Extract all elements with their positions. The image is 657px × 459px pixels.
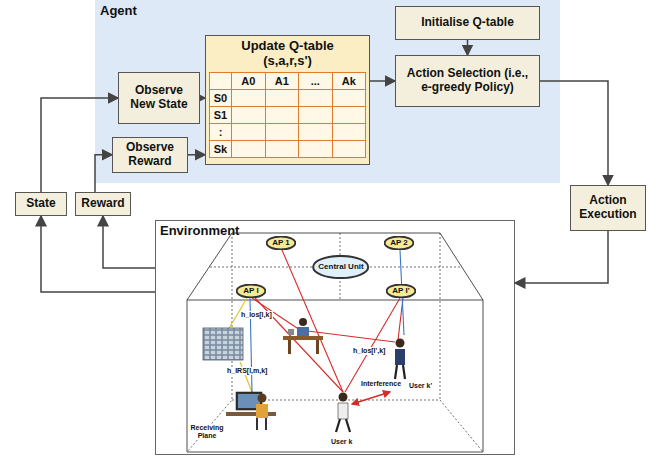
agent-region: AgentUpdate Q-table(s,a,r,s') A0A1...AkS0… <box>95 0 560 183</box>
node-label: Action Selection (i.e., e-greedy Policy) <box>400 67 535 95</box>
access-point: AP l <box>236 284 266 298</box>
table-cell: Sk <box>210 141 232 158</box>
flow-arrow <box>515 231 608 283</box>
node-label: (s,a,r,s') <box>263 54 312 69</box>
table-cell: S0 <box>210 90 232 107</box>
environment-region: Environment AP 1 AP 2 Central Unit AP l AP l' <box>155 220 515 455</box>
callout-label: User k' <box>408 382 433 390</box>
region-title: Agent <box>100 3 137 18</box>
flow-arrow <box>370 80 395 82</box>
flow-arrow <box>188 154 205 156</box>
flow-arrow <box>540 81 608 185</box>
q-table-grid: A0A1...AkS0S1:Sk <box>209 72 366 158</box>
node-label: Reward <box>81 197 124 211</box>
flow-arrow <box>467 40 469 55</box>
node-label: AP 1 <box>272 239 290 248</box>
table-cell: ... <box>299 73 333 90</box>
table-cell <box>266 90 300 107</box>
table-cell <box>299 107 333 124</box>
table-cell <box>333 107 367 124</box>
process-box: Initialise Q-table <box>395 6 540 40</box>
table-cell <box>266 124 300 141</box>
process-box: Action Execution <box>570 185 646 231</box>
signal-box: State <box>15 192 67 216</box>
process-box: Action Selection (i.e., e-greedy Policy) <box>395 55 540 107</box>
node-label: State <box>26 197 55 211</box>
node-label: Action Execution <box>575 194 641 222</box>
callout-label: h_los[l',k] <box>352 347 386 355</box>
node-label: Central Unit <box>318 263 363 272</box>
table-cell: : <box>210 124 232 141</box>
table-cell <box>232 141 266 158</box>
table-cell <box>266 141 300 158</box>
table-cell: S1 <box>210 107 232 124</box>
table-cell <box>333 90 367 107</box>
process-box: Observe Reward <box>112 137 188 173</box>
table-cell: Ak <box>333 73 367 90</box>
callout-label: Interference <box>360 380 402 388</box>
callout-label: h_IRS[l,m,k] <box>226 367 268 375</box>
table-cell <box>299 124 333 141</box>
node-label: Observe Reward <box>117 141 183 169</box>
q-table: Update Q-table(s,a,r,s') A0A1...AkS0S1:Sk <box>205 35 370 165</box>
flow-arrow <box>41 216 155 292</box>
node-label: Observe New State <box>123 84 195 112</box>
table-cell <box>299 90 333 107</box>
node-label: AP 2 <box>390 239 408 248</box>
flow-arrow <box>103 216 155 268</box>
table-cell <box>266 107 300 124</box>
callout-label: User k <box>330 438 353 446</box>
table-cell <box>232 90 266 107</box>
signal-box: Reward <box>75 192 131 216</box>
table-cell <box>232 124 266 141</box>
node-label: Update Q-table <box>241 39 333 54</box>
table-cell: A1 <box>266 73 300 90</box>
table-cell <box>299 141 333 158</box>
table-cell: A0 <box>232 73 266 90</box>
access-point: AP l' <box>386 284 416 298</box>
node-label: AP l' <box>392 287 409 296</box>
region-title: Environment <box>160 223 239 238</box>
flow-arrow <box>41 98 118 192</box>
access-point: AP 1 <box>266 236 296 250</box>
table-cell <box>333 124 367 141</box>
node-label: Initialise Q-table <box>421 16 514 30</box>
central-unit: Central Unit <box>312 255 369 279</box>
table-cell <box>232 107 266 124</box>
callout-label: h_los[l,k] <box>240 311 273 319</box>
table-cell <box>333 141 367 158</box>
node-label: AP l <box>243 287 258 296</box>
process-box: Observe New State <box>118 72 200 124</box>
flow-arrow <box>95 155 112 192</box>
access-point: AP 2 <box>384 236 414 250</box>
callout-label: Receiving Plane <box>188 424 226 439</box>
table-cell <box>210 73 232 90</box>
